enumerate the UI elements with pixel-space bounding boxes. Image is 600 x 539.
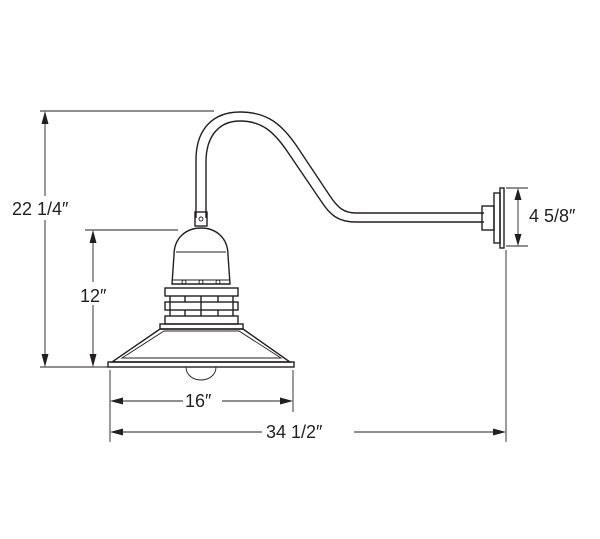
overall-height-dimension: 22 1/4″ — [12, 111, 69, 367]
shade-width-dimension: 16″ — [110, 391, 293, 411]
socket-housing — [171, 227, 231, 285]
shade-height-dimension: 12″ — [80, 230, 107, 367]
light-bulb — [185, 366, 217, 381]
backplate-height-label: 4 5/8″ — [529, 206, 576, 226]
overall-length-dimension: 34 1/2″ — [110, 422, 506, 442]
gooseneck-arm — [195, 111, 484, 223]
shade-height-label: 12″ — [80, 286, 107, 306]
extension-lines — [40, 110, 528, 442]
wall-backplate — [481, 187, 505, 249]
backplate-height-dimension: 4 5/8″ — [514, 188, 576, 246]
overall-height-label: 22 1/4″ — [12, 199, 69, 219]
arm-coupling — [194, 211, 208, 227]
overall-length-label: 34 1/2″ — [266, 422, 323, 442]
shade-width-label: 16″ — [185, 391, 212, 411]
lamp-shade — [107, 323, 295, 368]
cage-guard — [164, 287, 239, 325]
